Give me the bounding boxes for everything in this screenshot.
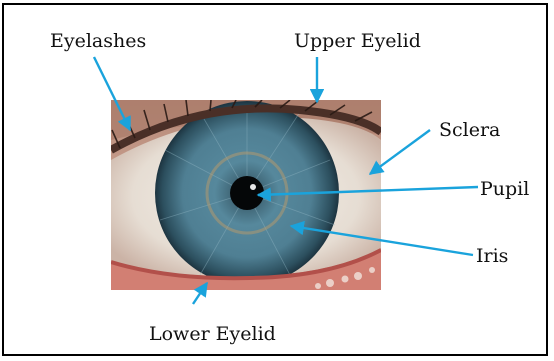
label-eyelashes: Eyelashes [50,30,146,52]
eye-photo [111,100,381,290]
label-sclera: Sclera [439,119,500,141]
label-pupil: Pupil [480,178,529,200]
label-upper-eyelid: Upper Eyelid [294,30,421,52]
label-iris: Iris [476,245,508,267]
label-lower-eyelid: Lower Eyelid [149,323,276,345]
